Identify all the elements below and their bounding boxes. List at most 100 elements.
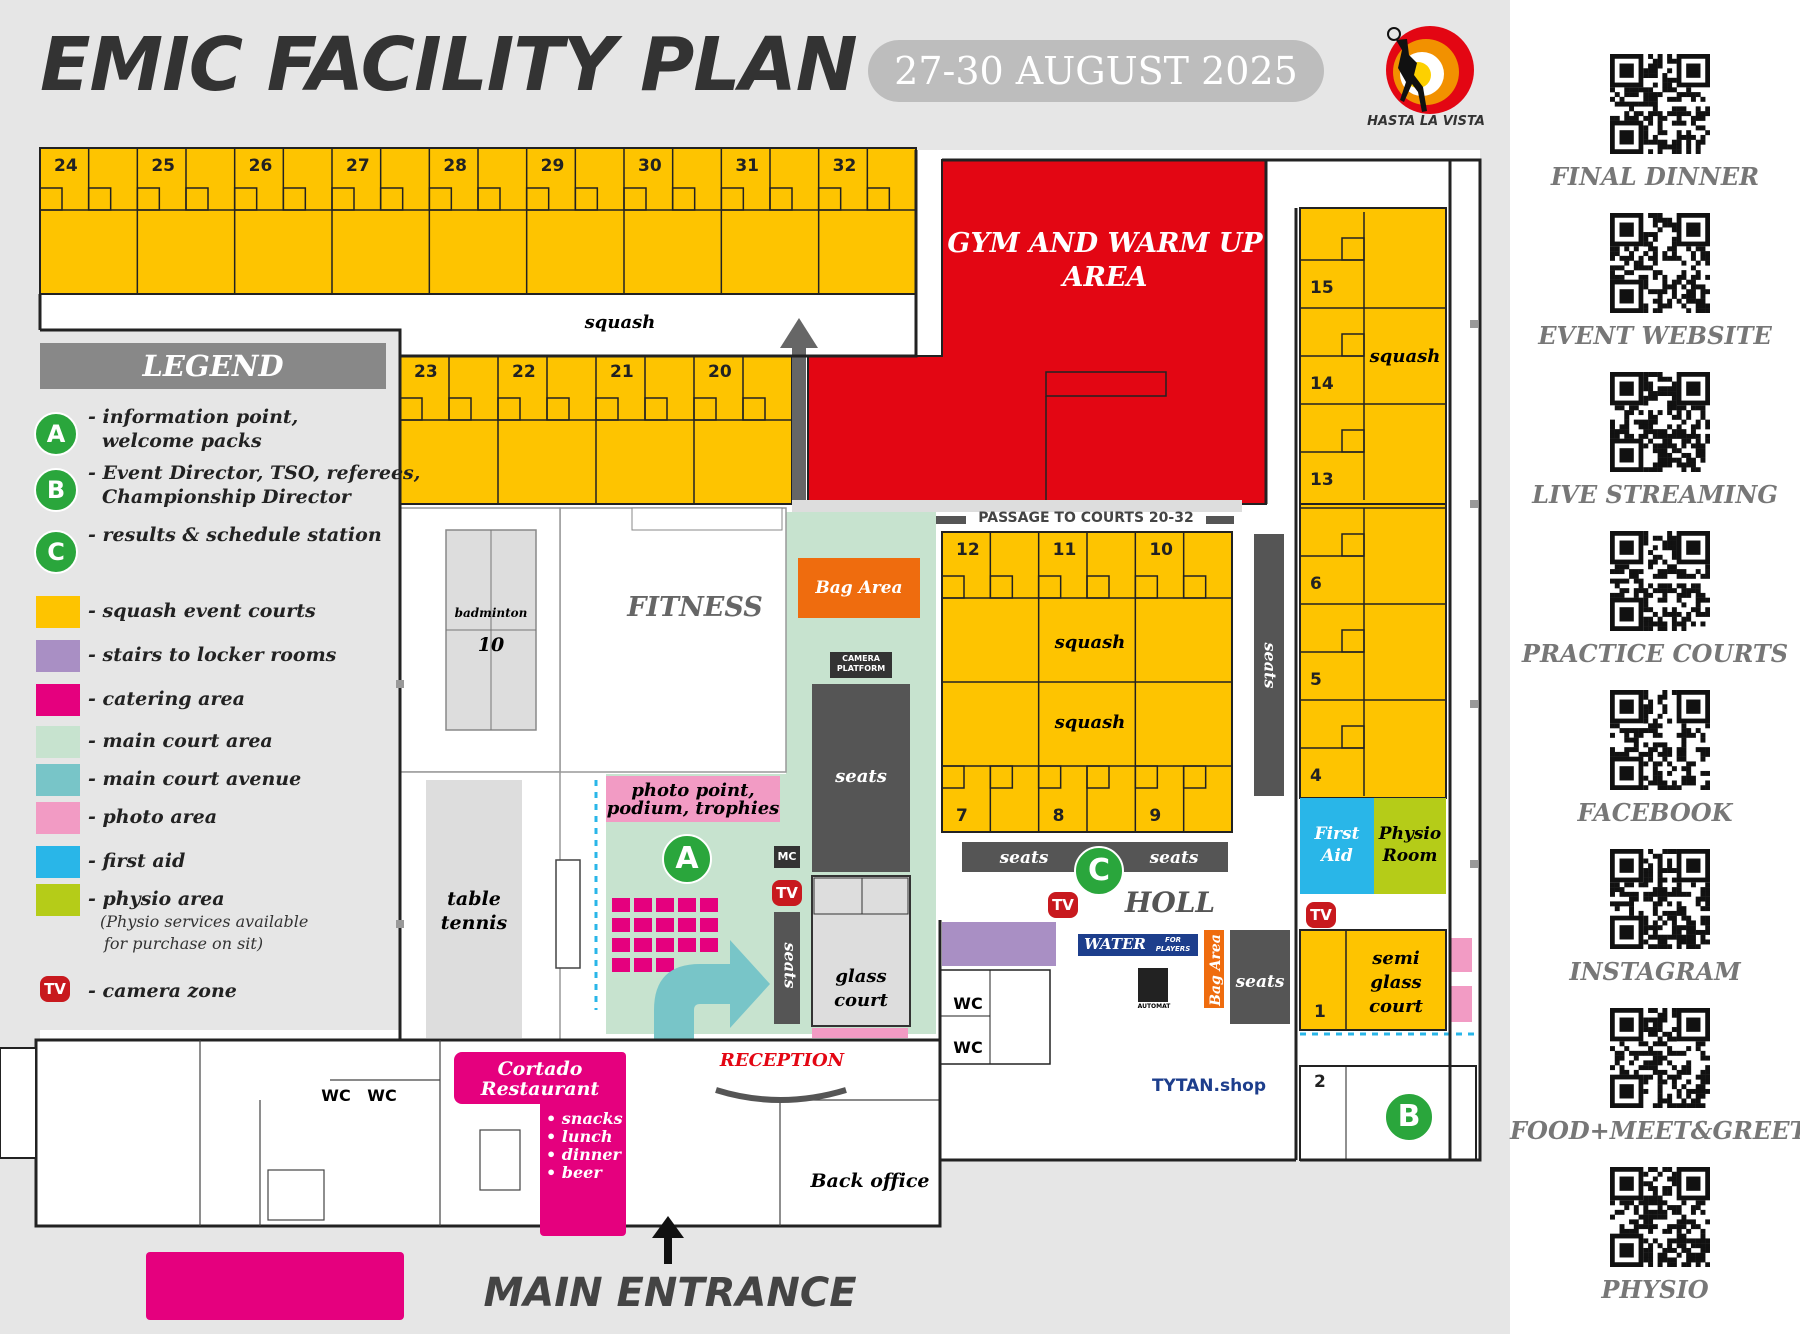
qr-code-image[interactable] — [1610, 849, 1710, 949]
stairs-locker — [942, 922, 1056, 966]
court-number-32: 32 — [832, 156, 857, 176]
qr-code-food-meet-greet[interactable]: FOOD+MEET&GREET — [1510, 1008, 1800, 1158]
restaurant-line1: Cortado — [497, 1058, 583, 1080]
legend-item-label: - squash event courts — [88, 600, 316, 622]
camera-label-2: PLATFORM — [836, 664, 886, 673]
back-office-label: Back office — [810, 1170, 930, 1192]
qr-sidebar: FINAL DINNER EVENT WEBSITE LIVE STREAMING P… — [1510, 0, 1800, 1334]
first-aid-line1: First — [1314, 824, 1360, 844]
court-number-27: 27 — [346, 156, 370, 176]
menu-item: • lunch — [546, 1127, 613, 1146]
legend-marker-text: welcome packs — [102, 430, 262, 452]
qr-code-label: PRACTICE COURTS — [1521, 639, 1789, 668]
qr-code-label: PHYSIO — [1601, 1275, 1709, 1304]
qr-code-physio[interactable]: PHYSIO — [1510, 1167, 1800, 1317]
court-number-26: 26 — [248, 156, 273, 176]
squash-center-label-2: squash — [1054, 712, 1126, 733]
qr-code-instagram[interactable]: INSTAGRAM — [1510, 849, 1800, 999]
court-number-12: 12 — [956, 540, 980, 560]
qr-code-image[interactable] — [1610, 372, 1710, 472]
right-court-lower — [1299, 503, 1447, 799]
legend-item-label: - main court area — [88, 730, 273, 752]
tytan-shop-label: TYTAN.shop — [1151, 1076, 1267, 1096]
catering-bar — [146, 1252, 404, 1320]
court-number-13: 13 — [1310, 470, 1334, 490]
holl-seats-label-2: seats — [1149, 848, 1199, 868]
reception-label: RECEPTION — [719, 1050, 845, 1071]
court-number-23: 23 — [414, 362, 438, 382]
restaurant-menu: • snacks• lunch• dinner• beer — [546, 1110, 636, 1182]
court-number-10: 10 — [1149, 540, 1173, 560]
marker-a-info-point[interactable]: A — [662, 834, 712, 884]
squash-right-label: squash — [1369, 346, 1441, 367]
legend-marker-text: Championship Director — [102, 486, 351, 508]
qr-code-image[interactable] — [1610, 54, 1710, 154]
qr-code-image[interactable] — [1610, 690, 1710, 790]
right-seats-label: seats — [1260, 642, 1280, 689]
glass-court-line2: court — [834, 990, 888, 1011]
wc-label-3: WC — [321, 1086, 351, 1105]
mc-label: MC — [777, 850, 797, 863]
qr-code-label: LIVE STREAMING — [1532, 480, 1778, 509]
holl-label: HOLL — [1124, 886, 1216, 919]
legend-item-label: - catering area — [88, 688, 245, 710]
legend-swatch — [36, 726, 80, 758]
page-title: EMIC FACILITY PLAN — [40, 22, 858, 108]
legend-marker-b: B — [34, 468, 78, 512]
photo-point-line1: photo point, — [631, 780, 755, 801]
legend-marker-a: A — [34, 412, 78, 456]
first-aid-line2: Aid — [1321, 846, 1353, 866]
court-number-20: 20 — [708, 362, 732, 382]
court-number-5: 5 — [1310, 670, 1322, 690]
main-seats — [812, 684, 910, 872]
legend-swatch — [36, 846, 80, 878]
tv-icon-main: TV — [772, 880, 802, 906]
qr-code-label: FINAL DINNER — [1550, 162, 1760, 191]
legend-swatch — [36, 884, 80, 916]
qr-code-live-streaming[interactable]: LIVE STREAMING — [1510, 372, 1800, 522]
facility-floor-plan — [0, 147, 1482, 1320]
bag-area-holl-label: Bag Area — [1208, 934, 1224, 1006]
menu-item: • dinner — [546, 1145, 621, 1164]
water-sub-2: PLAYERS — [1155, 945, 1191, 953]
photo-point-line2: podium, trophies — [606, 798, 780, 819]
court-number-4: 4 — [1310, 766, 1322, 786]
holl-seats-label-1: seats — [999, 848, 1049, 868]
menu-item: • beer — [546, 1163, 602, 1182]
hasta-la-vista-logo — [1386, 26, 1474, 114]
qr-code-image[interactable] — [1610, 531, 1710, 631]
marker-c-results-station[interactable]: C — [1074, 846, 1124, 896]
first-aid-room — [1300, 798, 1374, 894]
bag-area-label: Bag Area — [815, 578, 903, 598]
qr-code-facebook[interactable]: FACEBOOK — [1510, 690, 1800, 840]
legend-camera-zone: - camera zone — [88, 980, 237, 1002]
automat-label: AUTOMAT — [1137, 1003, 1171, 1010]
qr-code-label: FOOD+MEET&GREET — [1510, 1116, 1800, 1145]
qr-code-label: EVENT WEBSITE — [1538, 321, 1772, 350]
wc-label-1: WC — [953, 994, 983, 1013]
semi-glass-line3: court — [1369, 996, 1423, 1017]
table-tennis-area — [426, 780, 522, 1038]
legend-item-label: - first aid — [88, 850, 186, 872]
qr-code-practice-courts[interactable]: PRACTICE COURTS — [1510, 531, 1800, 681]
qr-code-event-website[interactable]: EVENT WEBSITE — [1510, 213, 1800, 363]
badminton-number: 10 — [477, 634, 505, 656]
semi-glass-line2: glass — [1370, 972, 1422, 993]
qr-code-final-dinner[interactable]: FINAL DINNER — [1510, 54, 1800, 204]
court-number-28: 28 — [443, 156, 467, 176]
marker-b-event-director[interactable]: B — [1384, 1092, 1434, 1142]
holl-bag-seats — [1230, 930, 1290, 1024]
qr-code-image[interactable] — [1610, 213, 1710, 313]
side-seats — [774, 912, 800, 1024]
wc-label-2: WC — [953, 1038, 983, 1057]
court-number-8: 8 — [1052, 806, 1065, 826]
legend-swatch — [36, 596, 80, 628]
legend-swatch — [36, 640, 80, 672]
qr-code-image[interactable] — [1610, 1008, 1710, 1108]
holl-bag-seats-label: seats — [1235, 972, 1285, 992]
qr-code-image[interactable] — [1610, 1167, 1710, 1267]
legend-marker-text: - Event Director, TSO, referees, — [88, 462, 421, 484]
right-seats — [1254, 534, 1284, 796]
legend-marker-text: - information point, — [88, 406, 299, 428]
water-label: WATER — [1084, 935, 1146, 953]
